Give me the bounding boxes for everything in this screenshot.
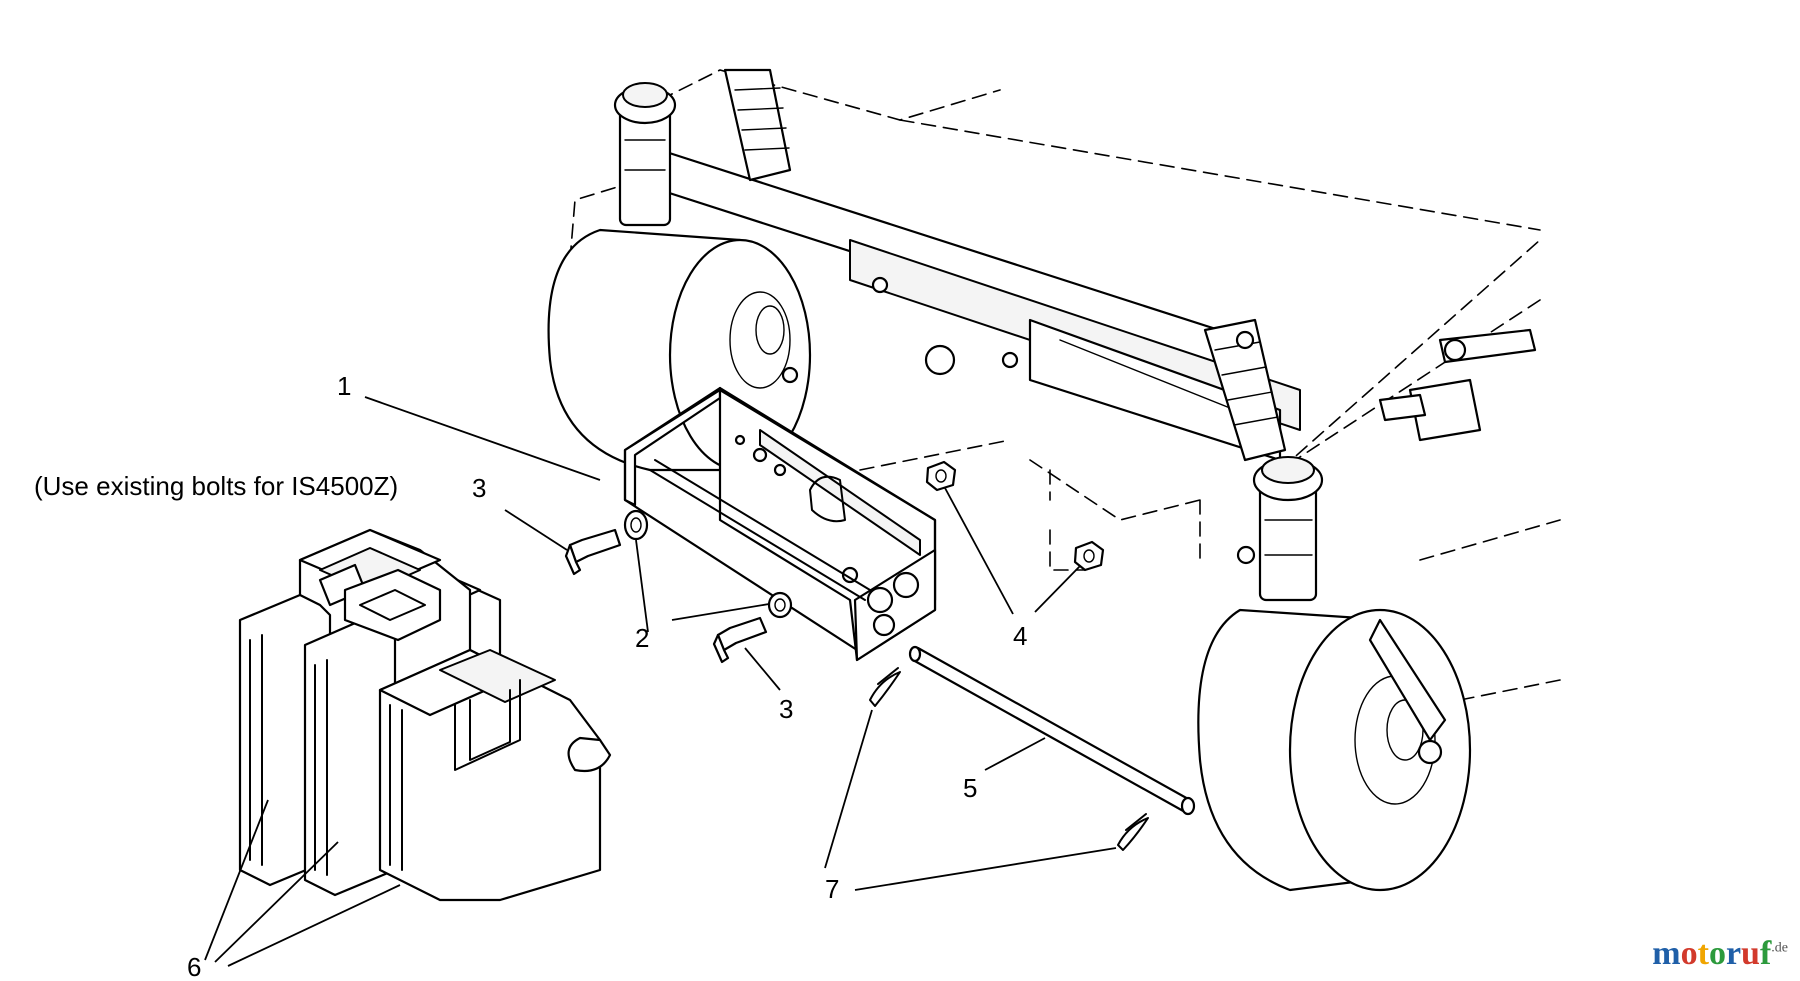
watermark-letter: u [1741, 935, 1760, 972]
leader-6-b [214, 841, 339, 963]
watermark-letter: f [1759, 935, 1772, 972]
watermark-suffix: .de [1771, 940, 1788, 956]
leader-5 [984, 737, 1046, 771]
watermark-letter: t [1697, 935, 1709, 972]
callout-7: 7 [825, 874, 839, 904]
leader-4-right [1034, 565, 1081, 613]
callout-labels: (Use existing bolts for IS4500Z) 1 3 2 3… [34, 371, 1027, 981]
frame-cross-member [658, 148, 1301, 462]
bolt-upper [564, 528, 622, 576]
steering-linkage [1378, 328, 1537, 442]
callout-1: 1 [337, 371, 351, 401]
bolt-lower [712, 616, 768, 664]
leader-3-upper [504, 509, 568, 551]
watermark-logo: motoruf.de [1652, 935, 1788, 973]
watermark-letter: r [1725, 935, 1742, 972]
washer-upper [623, 509, 649, 541]
suitcase-weight-front [238, 563, 612, 902]
hair-pin-clip-upper [869, 667, 901, 707]
weight-pin [908, 645, 1196, 816]
left-shock [723, 68, 792, 182]
leader-7-lower [854, 847, 1117, 891]
left-caster-post [613, 82, 677, 227]
callout-4: 4 [1013, 621, 1027, 651]
leader-4-left [944, 487, 1014, 615]
note-existing-bolts: (Use existing bolts for IS4500Z) [34, 471, 398, 501]
leader-7-upper [824, 709, 873, 869]
leader-3-lower [744, 647, 781, 691]
callout-3-upper: 3 [472, 473, 486, 503]
watermark-letter: o [1680, 935, 1698, 972]
watermark-letter: m [1652, 935, 1681, 972]
callout-2: 2 [635, 623, 649, 653]
mower-chassis-outline [569, 69, 1561, 701]
leader-6-a [204, 799, 269, 961]
callout-3-lower: 3 [779, 694, 793, 724]
washer-lower [767, 591, 793, 619]
weight-bracket [623, 386, 937, 662]
nut-lower [1073, 540, 1105, 572]
hair-pin-clip-lower [1117, 813, 1149, 851]
leader-2-lower [671, 603, 770, 621]
right-caster-post [1236, 456, 1324, 602]
leader-2-upper [635, 539, 649, 633]
callout-6: 6 [187, 952, 201, 981]
right-shock [1203, 318, 1287, 462]
nut-upper [925, 460, 957, 492]
leader-1 [364, 396, 601, 481]
watermark-letter: o [1708, 935, 1726, 972]
leader-lines [204, 396, 1117, 967]
right-caster-wheel [1197, 608, 1472, 892]
leader-6-c [227, 884, 401, 967]
callout-5: 5 [963, 773, 977, 803]
